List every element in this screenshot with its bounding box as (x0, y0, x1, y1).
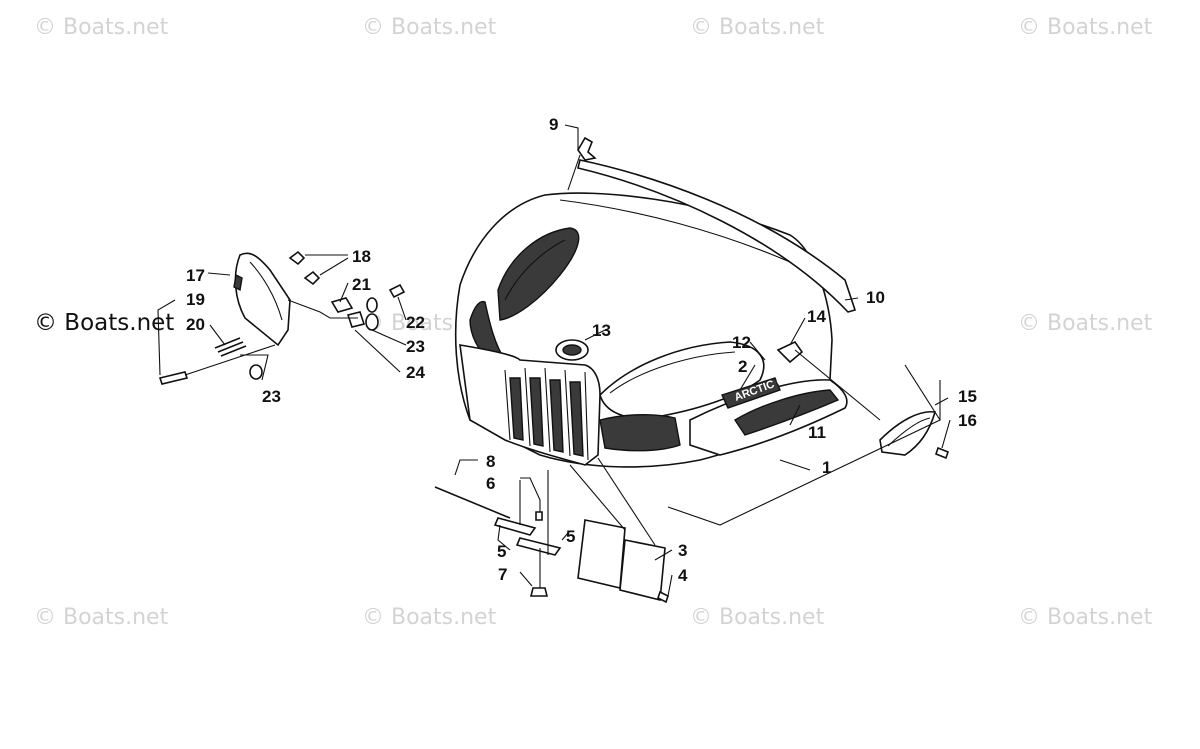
callout-8: 8 (486, 452, 495, 471)
watermark-primary: © Boats.net (34, 310, 174, 336)
nut-part (529, 587, 549, 597)
watermark: © Boats.net (690, 15, 825, 40)
callout-17: 17 (186, 266, 205, 285)
leader-lines (157, 254, 407, 381)
washer-part (366, 297, 378, 313)
callout-12: 12 (732, 333, 751, 352)
callout-23: 23 (406, 337, 425, 356)
latch-part (493, 517, 569, 556)
watermark: © Boats.net (1018, 311, 1153, 336)
spring-part (214, 337, 247, 357)
callout-14: 14 (807, 307, 826, 326)
bolt-part (388, 283, 406, 299)
callout-23: 23 (262, 387, 281, 406)
callout-21: 21 (352, 275, 371, 294)
clip-part (577, 136, 597, 161)
callout-22: 22 (406, 313, 425, 332)
bracket-part (776, 340, 804, 364)
side-cover-part (879, 410, 937, 456)
callout-13: 13 (592, 321, 611, 340)
callout-9: 9 (549, 115, 558, 134)
callout-4: 4 (678, 566, 688, 585)
screw-part (657, 590, 669, 604)
callout-1: 1 (822, 458, 831, 477)
emblem-part (555, 339, 589, 361)
callout-5: 5 (566, 527, 575, 546)
callout-11: 11 (808, 423, 826, 442)
callout-7: 7 (498, 565, 507, 584)
headlight-part (233, 252, 291, 347)
leader-lines (519, 470, 673, 597)
watermark: © Boats.net (1018, 605, 1153, 630)
callout-6: 6 (486, 474, 495, 493)
callout-5: 5 (497, 542, 506, 561)
watermark: © Boats.net (1018, 15, 1153, 40)
screw-part (935, 446, 949, 460)
hood-part (454, 192, 848, 468)
callout-16: 16 (958, 411, 977, 430)
callout-2: 2 (738, 357, 747, 376)
watermark: © Boats.net (690, 605, 825, 630)
watermark: © Boats.net (362, 605, 497, 630)
callout-20: 20 (186, 315, 205, 334)
callout-10: 10 (866, 288, 885, 307)
callouts: 1 2 3 4 5 5 6 7 8 9 10 11 12 13 14 15 16… (186, 115, 977, 585)
callout-24: 24 (406, 363, 425, 382)
cable-part (434, 459, 511, 519)
screen-part (569, 457, 666, 602)
nut-part (330, 297, 354, 313)
hood-trim-part (577, 159, 857, 313)
callout-19: 19 (186, 290, 205, 309)
bolt-part (158, 371, 189, 385)
watermark: © Boats.net (362, 15, 497, 40)
watermark: © Boats.net (34, 15, 169, 40)
washer-part (249, 364, 263, 380)
washer-part (365, 313, 379, 331)
callout-15: 15 (958, 387, 977, 406)
screw-part (303, 270, 321, 286)
watermark: © Boats.net (34, 605, 169, 630)
callout-3: 3 (678, 541, 687, 560)
callout-18: 18 (352, 247, 371, 266)
leader-lines (564, 124, 951, 526)
screw-part (288, 250, 306, 266)
bolt-part (535, 511, 543, 521)
grommet-part (346, 311, 366, 328)
